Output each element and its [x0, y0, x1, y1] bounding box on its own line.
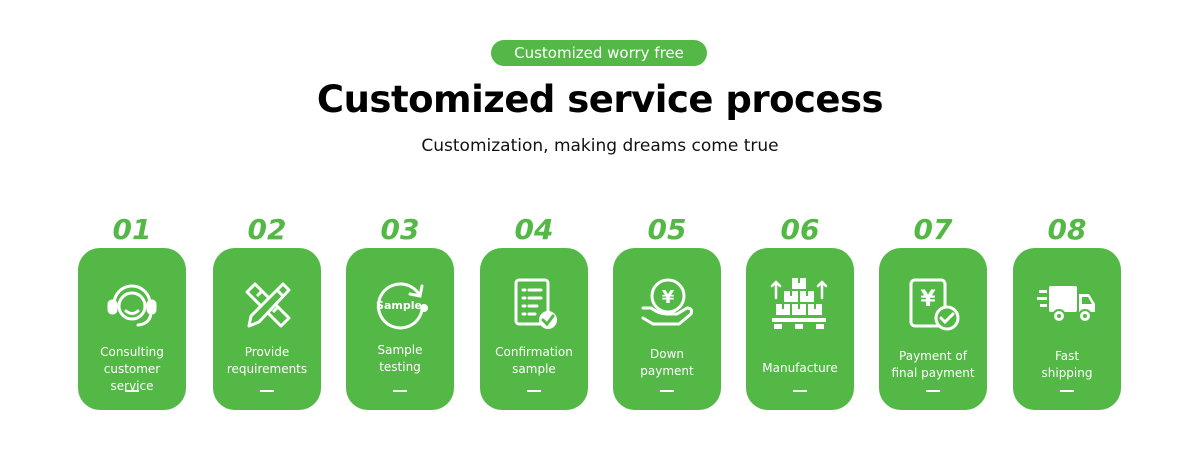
step-divider — [393, 390, 407, 392]
step-label: Consulting customer service — [100, 345, 164, 393]
step-divider — [260, 390, 274, 392]
svg-text:¥: ¥ — [920, 287, 936, 312]
svg-text:Sample: Sample — [376, 299, 422, 312]
boxes-pallet-icon — [770, 278, 828, 329]
page-subtitle: Customization, making dreams come true — [421, 136, 779, 156]
page-title: Customized service process — [316, 78, 884, 121]
step-card[interactable]: Manufacture — [746, 248, 854, 410]
step-03: 03 Sample Sample testing — [346, 213, 454, 410]
step-04: 04 Confirmation sample — [480, 213, 588, 410]
step-divider — [793, 390, 807, 392]
header-badge: Customized worry free — [491, 40, 707, 66]
step-card[interactable]: Sample Sample testing — [346, 248, 454, 410]
step-divider — [660, 390, 674, 392]
step-label: Confirmation sample — [495, 345, 573, 376]
step-label: Fast shipping — [1041, 349, 1093, 380]
step-divider — [926, 390, 940, 392]
step-number: 02 — [247, 213, 287, 246]
step-card[interactable]: Confirmation sample — [480, 248, 588, 410]
step-01: 01 Consulting customer service — [78, 213, 186, 410]
document-check-icon — [514, 278, 557, 329]
step-card[interactable]: ¥ Payment of final payment — [879, 248, 987, 410]
step-number: 05 — [647, 213, 687, 246]
step-08: 08 Fast shipping — [1013, 213, 1121, 410]
yen-receipt-check-icon: ¥ — [909, 278, 960, 331]
step-number: 08 — [1047, 213, 1087, 246]
step-label: Payment of final payment — [891, 349, 975, 380]
step-label: Down payment — [640, 347, 694, 378]
step-card[interactable]: Consulting customer service — [78, 248, 186, 410]
step-06: 06 Manuf — [746, 213, 854, 410]
step-02: 02 Provide requirements — [213, 213, 321, 410]
step-card[interactable]: ¥ Down payment — [613, 248, 721, 410]
step-divider — [527, 390, 541, 392]
step-label: Provide requirements — [226, 345, 308, 376]
step-05: 05 ¥ Down payment — [613, 213, 721, 410]
delivery-truck-icon — [1037, 286, 1095, 323]
svg-text:¥: ¥ — [662, 287, 675, 308]
hand-yen-coin-icon: ¥ — [641, 278, 693, 326]
step-number: 01 — [112, 213, 152, 246]
step-number: 06 — [780, 213, 820, 246]
step-number: 04 — [514, 213, 554, 246]
pencil-ruler-icon — [245, 282, 291, 328]
step-card[interactable]: Provide requirements — [213, 248, 321, 410]
step-number: 03 — [380, 213, 420, 246]
step-label: Sample testing — [377, 343, 423, 374]
step-card[interactable]: Fast shipping — [1013, 248, 1121, 410]
step-07: 07 ¥ Payment of final payment — [879, 213, 987, 410]
sample-refresh-icon: Sample — [376, 282, 428, 330]
step-divider — [1060, 390, 1074, 392]
step-number: 07 — [913, 213, 953, 246]
headset-icon — [107, 284, 157, 327]
step-divider — [125, 390, 139, 392]
step-label: Manufacture — [762, 361, 838, 375]
